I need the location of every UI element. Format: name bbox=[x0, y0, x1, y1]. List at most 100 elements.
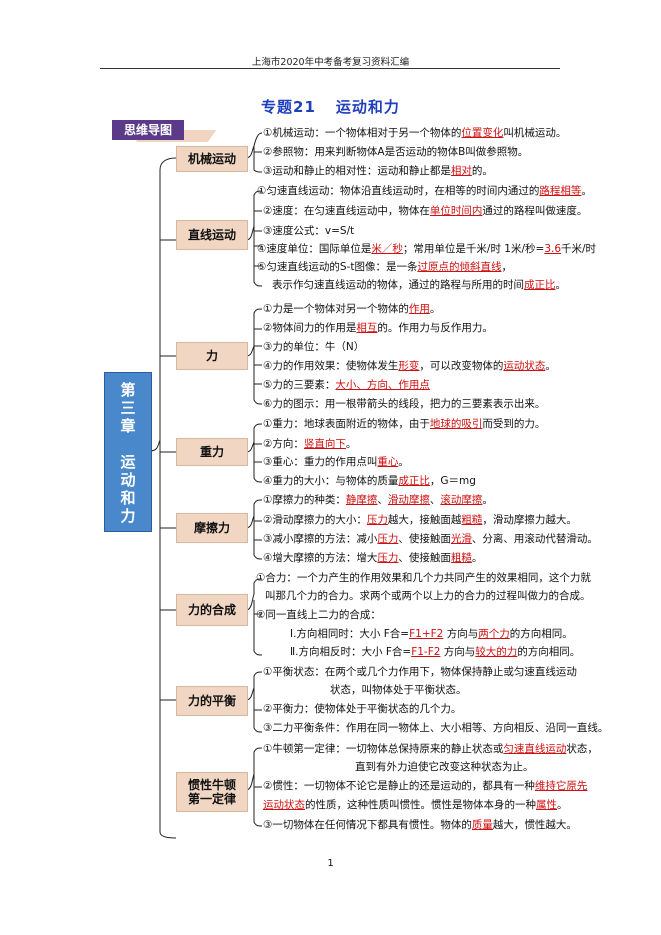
text-segment: ②速度：在匀速直线运动中，物体在 bbox=[263, 205, 430, 217]
mindmap-line: 表示作匀速直线运动的物体，通过的路程与所用的时间成正比。 bbox=[272, 279, 566, 292]
trunk-line bbox=[149, 157, 177, 839]
text-segment: ②平衡力：使物体处于平衡状态的几个力。 bbox=[263, 703, 462, 715]
key-term: 属性 bbox=[536, 799, 557, 811]
mindmap-line: ③运动和静止的相对性：运动和静止都是相对的。 bbox=[263, 165, 493, 178]
brace-7 bbox=[245, 671, 263, 733]
text-segment: ①摩擦力的种类： bbox=[263, 494, 346, 506]
text-segment: ，可以改变物体的 bbox=[419, 360, 504, 372]
text-segment: 的方向相同。 bbox=[517, 646, 581, 658]
text-segment: ①机械运动：一个物体相对于另一个物体的 bbox=[263, 127, 462, 139]
brace-4 bbox=[245, 423, 263, 483]
key-term: 大小、方向、作用点 bbox=[335, 379, 430, 391]
text-segment: ②同一直线上二力的合成： bbox=[256, 609, 381, 621]
mindmap-line: ③一切物体在任何情况下都具有惯性。物体的质量越大，惯性越大。 bbox=[263, 819, 577, 832]
mindmap-line: Ⅱ.方向相反时：大小 F合=F1-F2 方向与较大的力的方向相同。 bbox=[290, 646, 580, 659]
text-segment: 的性质，这种性质叫惯性。惯性是物体本身的一种 bbox=[305, 799, 536, 811]
text-segment: 通过的路程叫做速度。 bbox=[482, 205, 588, 217]
text-segment: 方向与 bbox=[440, 646, 476, 658]
key-term: 光滑 bbox=[450, 533, 472, 545]
key-term: 粗糙 bbox=[461, 514, 483, 526]
category-box: 力的合成 bbox=[176, 594, 248, 626]
brace-3 bbox=[245, 308, 263, 405]
key-term: 成正比 bbox=[398, 475, 430, 487]
text-segment: 。 bbox=[398, 456, 409, 468]
text-segment: 直到有外力迫使它改变这种状态为止。 bbox=[355, 761, 534, 773]
key-term: 维持它原先 bbox=[534, 780, 588, 792]
text-segment: 。 bbox=[429, 303, 441, 315]
page-number: 1 bbox=[327, 858, 334, 869]
mindmap-line: ⑥力的图示：用一根带箭头的线段，把力的三要素表示出来。 bbox=[263, 398, 545, 411]
key-term: 成正比 bbox=[524, 279, 556, 291]
key-term: 运动状态 bbox=[263, 799, 305, 811]
text-segment: ⑤匀速直线运动的S-t图像：是一条 bbox=[257, 261, 418, 273]
text-segment: ③速度公式：v=S/t bbox=[263, 225, 355, 237]
key-term: 滑动摩擦 bbox=[387, 494, 430, 506]
text-segment: 、使接触面 bbox=[398, 533, 451, 545]
key-term: 3.6 bbox=[544, 243, 562, 255]
key-term: 静摩擦 bbox=[345, 494, 378, 506]
text-segment: ，滑动摩擦力越大。 bbox=[482, 514, 577, 526]
key-term: 单位时间内 bbox=[429, 205, 483, 217]
mindmap-line: Ⅰ.方向相同时：大小 F合=F1+F2 方向与两个力的方向相同。 bbox=[290, 628, 573, 641]
text-segment: ④增大摩擦的方法：增大 bbox=[263, 552, 378, 564]
mindmap-line: ②平衡力：使物体处于平衡状态的几个力。 bbox=[263, 703, 461, 716]
chapter-title: 第三章运动和力 bbox=[105, 381, 151, 525]
text-segment: 、使接触面 bbox=[398, 552, 451, 564]
chapter-char bbox=[105, 435, 151, 453]
text-segment: 、 bbox=[429, 494, 441, 506]
mindmap-line: ①摩擦力的种类：静摩擦、滑动摩擦、滚动摩擦。 bbox=[263, 494, 493, 507]
text-segment: ①牛顿第一定律：一切物体总保持原来的静止状态或 bbox=[263, 743, 504, 755]
key-term: 压力 bbox=[366, 514, 388, 526]
text-segment: 越大，惯性越大。 bbox=[492, 819, 577, 831]
text-segment: ①匀速直线运动：物体沿直线运动时，在相等的时间内通过的 bbox=[257, 185, 540, 197]
text-segment: 状态，叫物体处于平衡状态。 bbox=[330, 684, 467, 696]
text-segment: ②滑动摩擦力的大小： bbox=[263, 514, 367, 526]
mindmap-line: ④力的作用效果：使物体发生形变，可以改变物体的运动状态。 bbox=[263, 360, 556, 373]
topic-name: 运动和力 bbox=[335, 98, 400, 116]
text-segment: ②物体间力的作用是 bbox=[263, 322, 357, 334]
topic-number: 专题21 bbox=[261, 98, 316, 116]
mindmap-line: ②滑动摩擦力的大小：压力越大，接触面越粗糙，滑动摩擦力越大。 bbox=[263, 514, 577, 527]
text-segment: ①重力：地球表面附近的物体，由于 bbox=[263, 418, 430, 430]
mindmap-line: ②物体间力的作用是相互的。作用力与反作用力。 bbox=[263, 322, 493, 335]
text-segment: 。 bbox=[555, 279, 567, 291]
chapter-char: 动 bbox=[120, 471, 136, 489]
text-segment: ；常用单位是千米/时 1米/秒= bbox=[402, 243, 545, 255]
mindmap-line: ②惯性：一切物体不论它是静止的还是运动的，都具有一种维持它原先 bbox=[263, 780, 587, 793]
key-term: 质量 bbox=[471, 819, 493, 831]
key-term: 重心 bbox=[377, 456, 399, 468]
chapter-char: 和 bbox=[120, 489, 136, 507]
text-segment: ⑤力的三要素： bbox=[263, 379, 336, 391]
text-segment: 表示作匀速直线运动的物体，通过的路程与所用的时间 bbox=[272, 279, 524, 291]
text-segment: ③重心：重力的作用点叫 bbox=[263, 456, 378, 468]
key-term: 滚动摩擦 bbox=[440, 494, 483, 506]
text-segment: 、 bbox=[377, 494, 388, 506]
text-segment: ①合力：一个力产生的作用效果和几个力共同产生的效果相同，这个力就 bbox=[256, 572, 591, 584]
mindmap-line: ③减小摩擦的方法：减小压力、使接触面光滑、分离、用滚动代替滑动。 bbox=[263, 533, 598, 546]
text-segment: ④速度单位：国际单位是 bbox=[257, 243, 372, 255]
mindmap-line: 状态，叫物体处于平衡状态。 bbox=[330, 684, 467, 697]
mindmap-line: ①合力：一个力产生的作用效果和几个力共同产生的效果相同，这个力就 bbox=[256, 572, 591, 585]
mindmap-line: ④增大摩擦的方法：增大压力、使接触面粗糙。 bbox=[263, 552, 482, 565]
text-segment: 叫那几个力的合力。求两个或两个以上力的合力的过程叫做力的合成。 bbox=[265, 590, 591, 602]
mindmap-line: ①匀速直线运动：物体沿直线运动时，在相等的时间内通过的路程相等。 bbox=[257, 185, 592, 198]
key-term: F1+F2 bbox=[409, 628, 444, 640]
key-term: 相对 bbox=[450, 165, 472, 177]
brace-6 bbox=[245, 578, 263, 656]
text-segment: 、分离、用滚动代替滑动。 bbox=[471, 533, 598, 545]
mindmap-line: ④速度单位：国际单位是米／秒；常用单位是千米/时 1米/秒=3.6千米/时 bbox=[257, 243, 596, 256]
page-title: 专题21 运动和力 bbox=[0, 96, 661, 117]
key-term: 运动状态 bbox=[503, 360, 546, 372]
mindmap-line: ②参照物：用来判断物体A是否运动的物体B叫做参照物。 bbox=[263, 146, 528, 159]
text-segment: ③减小摩擦的方法：减小 bbox=[263, 533, 378, 545]
key-term: 压力 bbox=[377, 533, 399, 545]
text-segment: ④力的作用效果：使物体发生 bbox=[263, 360, 399, 372]
key-term: 竖直向下 bbox=[303, 438, 346, 450]
header-rule bbox=[100, 68, 560, 69]
category-box: 力的平衡 bbox=[176, 686, 248, 716]
chapter-char: 力 bbox=[120, 507, 136, 525]
text-segment: ①平衡状态：在两个或几个力作用下，物体保持静止或匀速直线运动 bbox=[263, 666, 577, 678]
mindmap-line: ②速度：在匀速直线运动中，物体在单位时间内通过的路程叫做速度。 bbox=[263, 205, 587, 218]
key-term: 形变 bbox=[398, 360, 420, 372]
